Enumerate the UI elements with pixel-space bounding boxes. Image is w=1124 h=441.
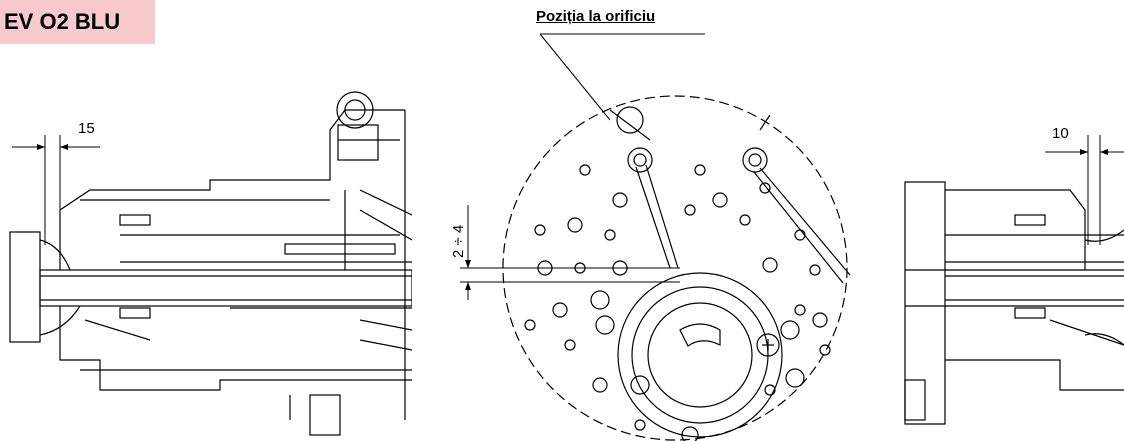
right-side-view — [904, 135, 1124, 425]
dimension-gap-range: 2 ÷ 4 — [450, 225, 467, 258]
orifice-view — [460, 33, 851, 441]
left-side-view — [9, 91, 412, 436]
model-badge: EV O2 BLU — [0, 0, 155, 44]
dimension-left-offset: 15 — [78, 120, 95, 137]
position-title: Poziția la orificiu — [536, 8, 656, 25]
dimension-right-offset: 10 — [1052, 125, 1069, 142]
